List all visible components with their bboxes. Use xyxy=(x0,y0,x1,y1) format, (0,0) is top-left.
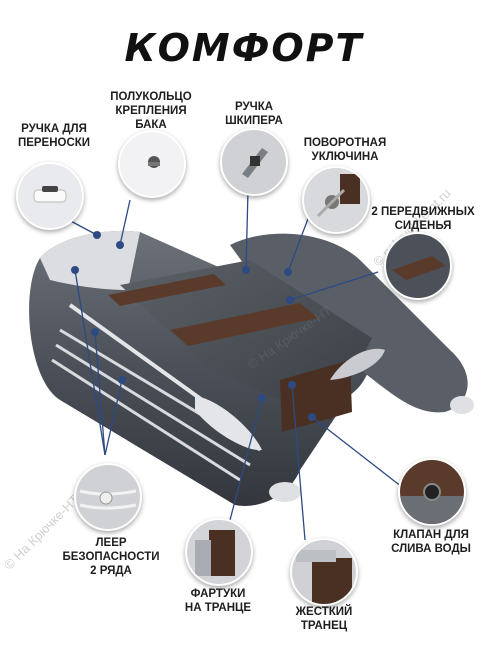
stripe-2 xyxy=(55,343,251,467)
nose-cap xyxy=(40,230,140,290)
label-safety-rope: ЛЕЕР БЕЗОПАСНОСТИ 2 РЯДА xyxy=(62,537,160,577)
page-title: КОМФОРТ xyxy=(124,26,364,70)
seat-rear xyxy=(170,303,318,346)
right-tube xyxy=(230,233,468,413)
valve-icon xyxy=(398,458,466,526)
seat-front xyxy=(108,274,226,306)
label-transom-aprons: ФАРТУКИ НА ТРАНЦЕ xyxy=(184,588,252,614)
skipper-handle-icon xyxy=(220,128,288,196)
ring-icon xyxy=(118,130,186,198)
rope-icon xyxy=(74,463,142,531)
label-carry-handle: РУЧКА ДЛЯ ПЕРЕНОСКИ xyxy=(17,123,91,149)
callout-dots xyxy=(71,231,316,421)
label-oarlock: ПОВОРОТНАЯ УКЛЮЧИНА xyxy=(303,137,387,163)
label-seats: 2 ПЕРЕДВИЖНЫХ СИДЕНЬЯ xyxy=(371,206,475,232)
seat-icon xyxy=(384,232,452,300)
left-cone xyxy=(269,482,301,502)
oar-blade xyxy=(195,396,262,451)
label-tank-ring: ПОЛУКОЛЬЦО КРЕПЛЕНИЯ БАКА xyxy=(110,91,192,131)
oarlock-icon xyxy=(302,166,370,234)
apron-icon xyxy=(185,518,253,586)
label-skipper-handle: РУЧКА ШКИПЕРА xyxy=(225,101,283,127)
handle-icon xyxy=(16,162,84,230)
stripe-3 xyxy=(51,358,241,482)
label-drain-valve: КЛАПАН ДЛЯ СЛИВА ВОДЫ xyxy=(391,529,471,555)
oar-shaft xyxy=(68,303,207,404)
paddle-right xyxy=(330,348,385,380)
right-cone xyxy=(450,396,474,414)
transom-icon xyxy=(290,538,358,606)
label-hard-transom: ЖЕСТКИЙ ТРАНЕЦ xyxy=(295,606,353,632)
